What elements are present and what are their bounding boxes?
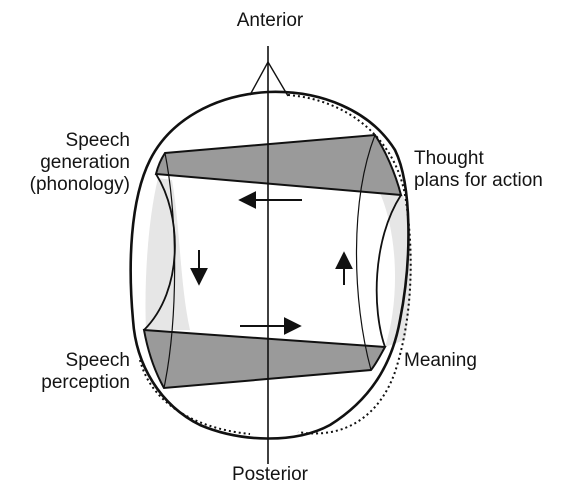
anterior-label: Anterior xyxy=(228,10,312,32)
thought-plans-label: Thought plans for action xyxy=(414,148,564,192)
speech-generation-label: Speech generation (phonology) xyxy=(2,130,130,196)
speech-perception-label: Speech perception xyxy=(2,350,130,394)
meaning-label: Meaning xyxy=(404,350,504,372)
top-band xyxy=(156,135,401,195)
posterior-label: Posterior xyxy=(222,464,318,486)
bottom-band xyxy=(144,330,385,388)
